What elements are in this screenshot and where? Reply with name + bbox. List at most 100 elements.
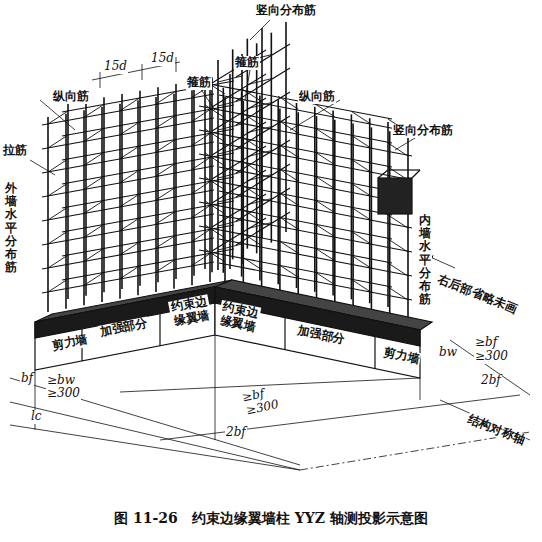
rebar <box>212 98 266 131</box>
rebar <box>84 224 104 237</box>
rebar <box>271 33 273 243</box>
rebar <box>121 94 123 289</box>
rebar <box>278 96 298 109</box>
rebar <box>199 154 392 191</box>
rebar <box>192 132 212 145</box>
label: 箍筋 <box>186 76 212 90</box>
rebar <box>351 255 371 268</box>
rebar <box>218 220 242 226</box>
rebar <box>212 122 266 155</box>
rebar <box>285 22 287 232</box>
rebar <box>157 87 159 282</box>
label: 2bf <box>225 426 247 440</box>
rebar <box>315 176 335 189</box>
rebar <box>192 156 212 169</box>
rebar <box>42 214 214 245</box>
dimension-lines <box>10 20 530 470</box>
rebar <box>278 216 298 229</box>
label: 15d <box>150 52 175 66</box>
rebar <box>315 104 335 117</box>
rebar <box>218 124 242 130</box>
rebar <box>218 100 242 106</box>
rebar <box>351 231 371 244</box>
rebar <box>388 143 408 156</box>
rebar <box>85 101 87 296</box>
rebar <box>236 212 290 245</box>
rebar <box>42 142 214 173</box>
rebar <box>199 202 392 239</box>
rebar <box>351 135 371 148</box>
rebar <box>247 103 271 109</box>
base-slab <box>35 170 432 378</box>
rebar <box>278 144 298 157</box>
rebar <box>156 259 176 272</box>
rebar <box>199 82 392 119</box>
label: 外墙水平分布筋 <box>4 182 18 274</box>
rebar <box>218 172 242 178</box>
rebar <box>232 49 234 259</box>
rebar <box>156 91 176 104</box>
rebar <box>42 238 214 269</box>
rebar <box>48 231 68 244</box>
rebar <box>212 74 266 107</box>
rebar <box>192 108 212 121</box>
label: 纵向筋 <box>52 90 90 104</box>
rebar <box>84 104 104 117</box>
rebar <box>199 178 392 215</box>
rebar <box>156 115 176 128</box>
rebar <box>199 106 392 143</box>
rebar <box>277 99 279 284</box>
rebar <box>247 199 271 205</box>
rebar <box>48 183 68 196</box>
rebar <box>242 257 262 270</box>
rebar <box>48 255 68 268</box>
rebar <box>192 228 212 241</box>
rebar <box>156 235 176 248</box>
label: 结构对称轴 <box>465 412 528 448</box>
rebar <box>42 166 214 197</box>
rebar <box>212 194 266 227</box>
rebar <box>205 105 225 118</box>
label: 15d <box>103 60 128 74</box>
label: 内墙水平分布筋 <box>418 214 432 306</box>
rebar <box>315 272 335 285</box>
rebar <box>205 201 225 214</box>
rebar <box>205 225 225 238</box>
rebar <box>199 226 392 263</box>
label: 竖向分布筋 <box>392 124 454 138</box>
rebar <box>156 163 176 176</box>
rebar <box>192 252 212 265</box>
rebar <box>236 68 290 101</box>
label: 竖向分布筋 <box>255 4 317 18</box>
rebar <box>156 139 176 152</box>
label: lc <box>30 410 43 424</box>
rebar <box>388 263 408 276</box>
rebar <box>120 194 140 207</box>
rebar <box>212 146 266 179</box>
rebar <box>314 107 316 292</box>
rebar <box>236 92 290 125</box>
rebar <box>278 168 298 181</box>
rebar <box>212 170 266 203</box>
rebar <box>84 128 104 141</box>
figure-caption: 图 11-26 约束边缘翼墙柱 YYZ 轴测投影示意图 <box>114 510 428 526</box>
rebar <box>388 215 408 228</box>
rebar <box>256 43 258 253</box>
rebar <box>218 196 242 202</box>
rebar <box>205 249 225 262</box>
rebar <box>120 218 140 231</box>
rebar <box>247 151 271 157</box>
rebar <box>218 76 242 82</box>
rebar <box>205 153 225 166</box>
rebar <box>259 95 261 280</box>
rebar <box>47 117 49 312</box>
rebar <box>217 60 219 270</box>
rebar <box>42 118 214 149</box>
rebar <box>315 248 335 261</box>
rebar <box>351 207 371 220</box>
rebar <box>212 50 266 83</box>
label: 右后部省略未画 <box>435 272 520 317</box>
rebar <box>315 152 335 165</box>
label: bf <box>20 372 34 386</box>
